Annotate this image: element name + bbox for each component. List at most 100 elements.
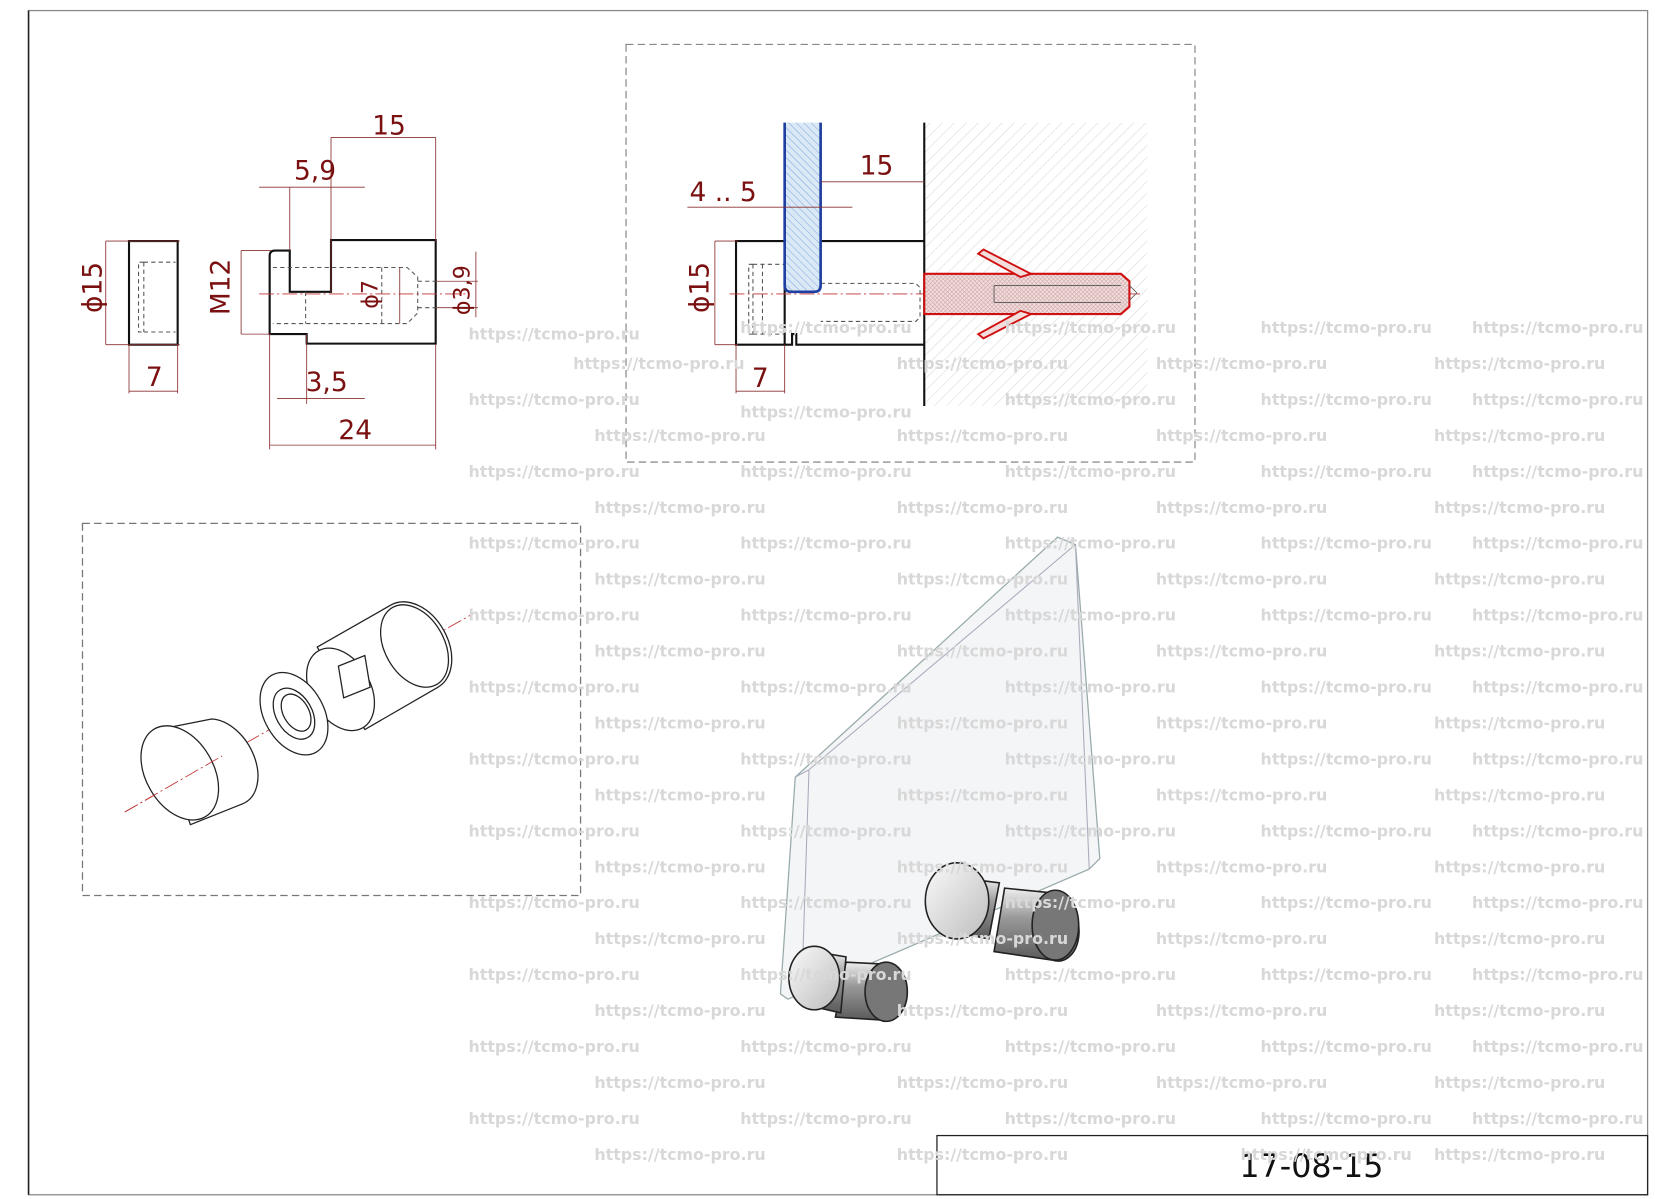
watermark-text: https://tcmo-pro.ru	[1156, 929, 1327, 948]
dim-section-cap-diameter: ϕ15	[685, 262, 716, 313]
watermark-text: https://tcmo-pro.ru	[1005, 749, 1176, 768]
cap-outline	[127, 240, 179, 346]
watermark-text: https://tcmo-pro.ru	[468, 821, 639, 840]
dim-section-cap-length: 7	[752, 363, 769, 394]
watermark-text: https://tcmo-pro.ru	[1156, 498, 1327, 517]
watermark-text: https://tcmo-pro.ru	[468, 678, 639, 697]
watermark-text: https://tcmo-pro.ru	[468, 965, 639, 984]
glass-sheet	[779, 536, 1101, 1000]
watermark-text: https://tcmo-pro.ru	[1005, 462, 1176, 481]
watermark-text: https://tcmo-pro.ru	[1434, 929, 1605, 948]
watermark-text: https://tcmo-pro.ru	[1434, 354, 1605, 373]
watermark-text: https://tcmo-pro.ru	[897, 426, 1068, 445]
watermark-text: https://tcmo-pro.ru	[1472, 749, 1643, 768]
watermark-text: https://tcmo-pro.ru	[594, 929, 765, 948]
dim-cap-length: 7	[146, 362, 163, 393]
watermark-text: https://tcmo-pro.ru	[594, 570, 765, 589]
dim-total-length: 24	[338, 415, 372, 446]
section-view: 4 .. 5 15 ϕ15 7	[625, 43, 1196, 463]
watermark-text: https://tcmo-pro.ru	[1472, 821, 1643, 840]
watermark-text: https://tcmo-pro.ru	[897, 1001, 1068, 1020]
watermark-text: https://tcmo-pro.ru	[740, 403, 911, 422]
dim-bore-diameter: ϕ7	[358, 280, 384, 309]
watermark-text: https://tcmo-pro.ru	[1156, 785, 1327, 804]
watermark-text: https://tcmo-pro.ru	[1005, 821, 1176, 840]
watermark-text: https://tcmo-pro.ru	[1005, 318, 1176, 337]
watermark-text: https://tcmo-pro.ru	[740, 821, 911, 840]
watermark-text: https://tcmo-pro.ru	[1005, 606, 1176, 625]
exploded-view-frame	[81, 522, 582, 897]
watermark-text: https://tcmo-pro.ru	[897, 929, 1068, 948]
watermark-text: https://tcmo-pro.ru	[1261, 606, 1432, 625]
watermark-text: https://tcmo-pro.ru	[468, 606, 639, 625]
watermark-text: https://tcmo-pro.ru	[1434, 426, 1605, 445]
watermark-text: https://tcmo-pro.ru	[1261, 965, 1432, 984]
watermark-text: https://tcmo-pro.ru	[1472, 1037, 1643, 1056]
watermark-text: https://tcmo-pro.ru	[1434, 642, 1605, 661]
watermark-text: https://tcmo-pro.ru	[594, 785, 765, 804]
watermark-text: https://tcmo-pro.ru	[897, 713, 1068, 732]
section-dimension-lines	[687, 181, 925, 394]
watermark-text: https://tcmo-pro.ru	[1472, 390, 1643, 409]
watermark-text: https://tcmo-pro.ru	[468, 749, 639, 768]
watermark-text: https://tcmo-pro.ru	[468, 1109, 639, 1128]
watermark-text: https://tcmo-pro.ru	[897, 857, 1068, 876]
body-hidden-lines	[272, 266, 436, 325]
watermark-text: https://tcmo-pro.ru	[1156, 713, 1327, 732]
watermark-text: https://tcmo-pro.ru	[1261, 534, 1432, 553]
watermark-text: https://tcmo-pro.ru	[897, 498, 1068, 517]
watermark-text: https://tcmo-pro.ru	[1434, 570, 1605, 589]
watermark-text: https://tcmo-pro.ru	[594, 713, 765, 732]
watermark-text: https://tcmo-pro.ru	[1261, 1109, 1432, 1128]
watermark-text: https://tcmo-pro.ru	[1156, 642, 1327, 661]
watermark-text: https://tcmo-pro.ru	[1156, 426, 1327, 445]
watermark-text: https://tcmo-pro.ru	[594, 1073, 765, 1092]
watermark-text: https://tcmo-pro.ru	[1261, 893, 1432, 912]
section-cap-outline	[734, 240, 786, 346]
watermark-text: https://tcmo-pro.ru	[1261, 462, 1432, 481]
watermark-text: https://tcmo-pro.ru	[1472, 678, 1643, 697]
watermark-text: https://tcmo-pro.ru	[1434, 1001, 1605, 1020]
watermark-text: https://tcmo-pro.ru	[897, 354, 1068, 373]
assembly-3d-view	[779, 536, 1101, 1023]
dim-body-length: 15	[372, 110, 406, 141]
dim-wall-gap: 15	[860, 150, 894, 181]
watermark-text: https://tcmo-pro.ru	[1005, 1109, 1176, 1128]
watermark-text: https://tcmo-pro.ru	[740, 893, 911, 912]
watermark-text: https://tcmo-pro.ru	[573, 354, 744, 373]
dim-thread: M12	[205, 259, 236, 315]
watermark-text: https://tcmo-pro.ru	[1434, 857, 1605, 876]
watermark-text: https://tcmo-pro.ru	[1156, 354, 1327, 373]
watermark-text: https://tcmo-pro.ru	[1156, 857, 1327, 876]
watermark-text: https://tcmo-pro.ru	[594, 426, 765, 445]
watermark-text: https://tcmo-pro.ru	[740, 534, 911, 553]
watermark-text: https://tcmo-pro.ru	[1434, 785, 1605, 804]
watermark-text: https://tcmo-pro.ru	[740, 749, 911, 768]
watermark-text: https://tcmo-pro.ru	[594, 1145, 765, 1164]
watermark-text: https://tcmo-pro.ru	[740, 1037, 911, 1056]
watermark-text: https://tcmo-pro.ru	[1005, 390, 1176, 409]
watermark-text: https://tcmo-pro.ru	[1156, 1073, 1327, 1092]
wall-hatch	[924, 122, 1148, 407]
watermark-text: https://tcmo-pro.ru	[740, 678, 911, 697]
watermark-text: https://tcmo-pro.ru	[594, 642, 765, 661]
watermark-text: https://tcmo-pro.ru	[897, 570, 1068, 589]
watermark-text: https://tcmo-pro.ru	[594, 857, 765, 876]
dim-glass-thickness: 4 .. 5	[689, 177, 756, 208]
cap-hidden-lines	[138, 261, 176, 333]
watermark-text: https://tcmo-pro.ru	[594, 498, 765, 517]
dim-neck-length: 3,5	[306, 367, 348, 398]
watermark-text: https://tcmo-pro.ru	[1434, 713, 1605, 732]
watermark-text: https://tcmo-pro.ru	[468, 534, 639, 553]
dim-hole-diameter: ϕ3,9	[450, 265, 476, 315]
watermark-text: https://tcmo-pro.ru	[740, 1109, 911, 1128]
watermark-text: https://tcmo-pro.ru	[1005, 678, 1176, 697]
watermark-text: https://tcmo-pro.ru	[1005, 893, 1176, 912]
holder-body-outline	[268, 238, 437, 345]
watermark-text: https://tcmo-pro.ru	[1434, 1073, 1605, 1092]
watermark-text: https://tcmo-pro.ru	[740, 462, 911, 481]
watermark-text: https://tcmo-pro.ru	[1261, 1037, 1432, 1056]
standoff-upper	[924, 861, 1080, 962]
watermark-text: https://tcmo-pro.ru	[1472, 318, 1643, 337]
watermark-text: https://tcmo-pro.ru	[1156, 570, 1327, 589]
